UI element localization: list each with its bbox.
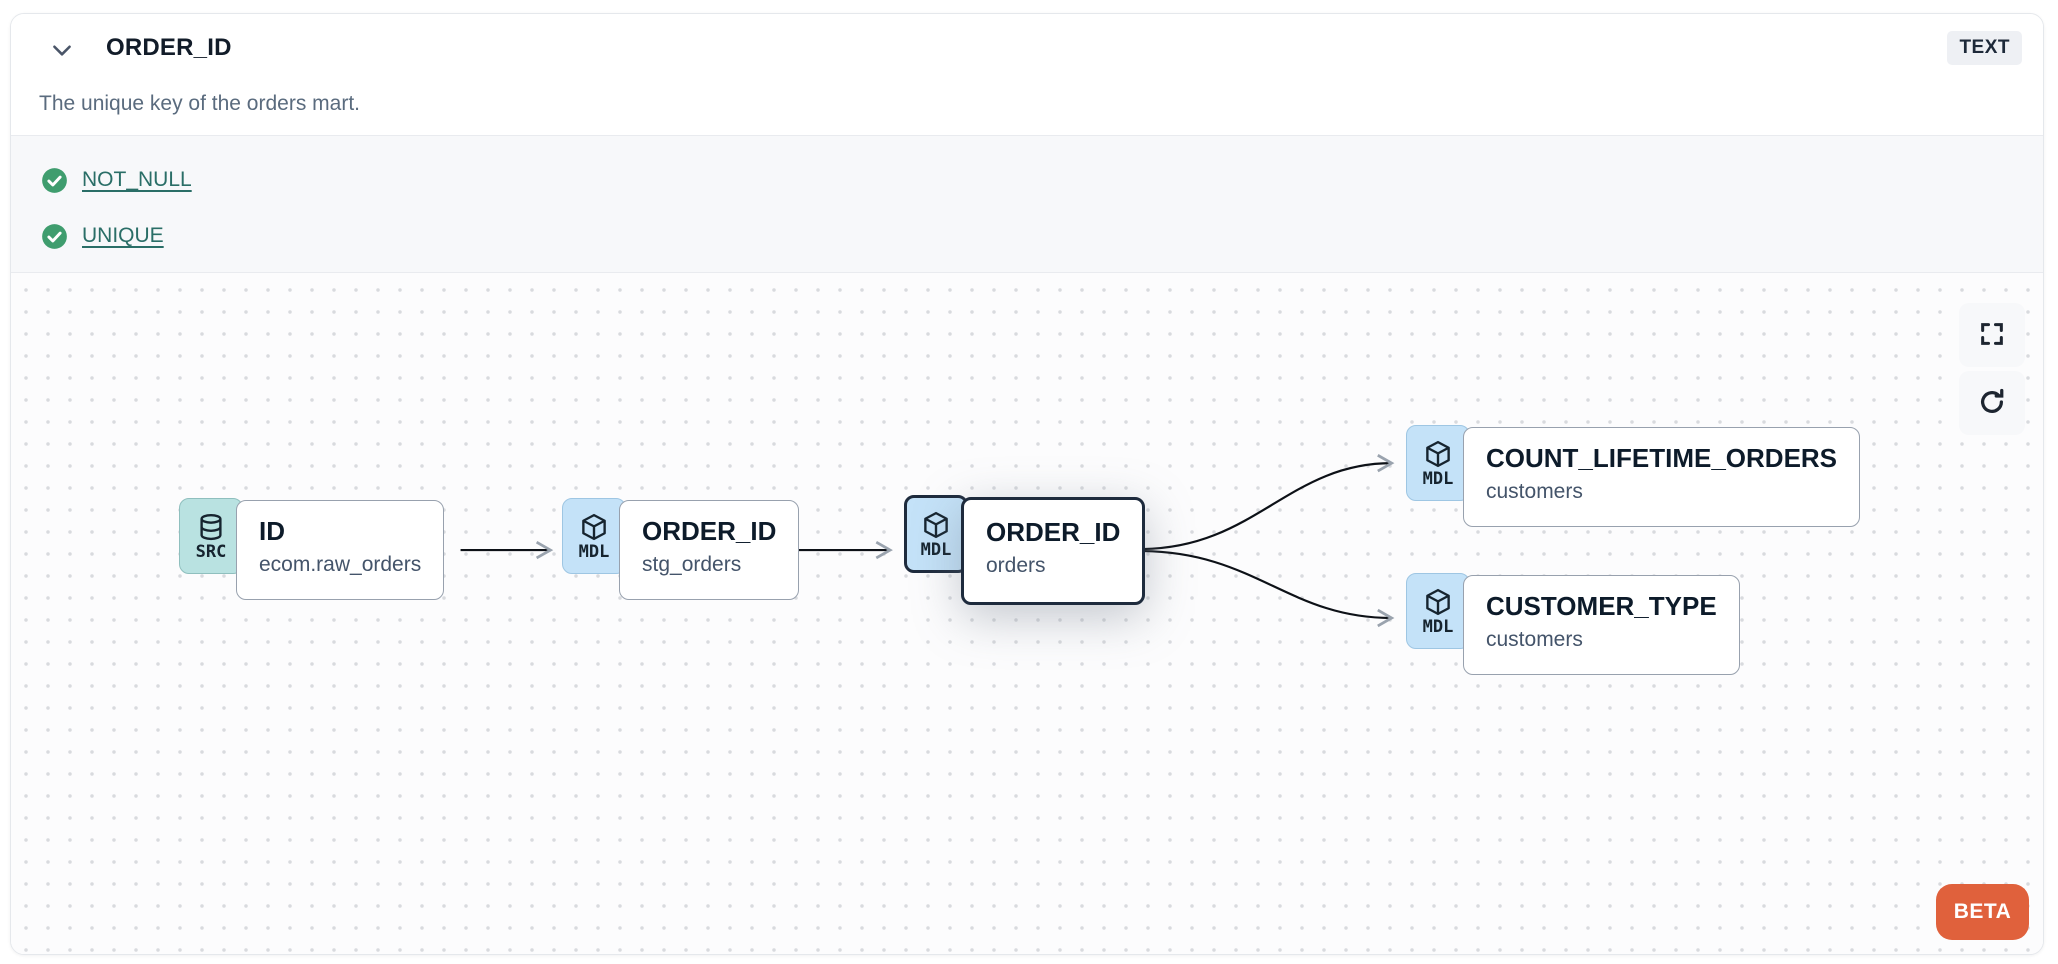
node-model-name: ecom.raw_orders <box>259 552 422 576</box>
model-badge: MDL <box>1406 573 1470 649</box>
node-model-name: orders <box>986 553 1046 577</box>
lineage-canvas[interactable]: SRC ID ecom.raw_orders MDL ORDE <box>11 273 2043 954</box>
node-column-name: CUSTOMER_TYPE <box>1486 591 1717 621</box>
test-link-unique[interactable]: UNIQUE <box>82 224 164 247</box>
cube-icon <box>579 512 609 542</box>
tests-section: NOT_NULL UNIQUE <box>11 136 2043 273</box>
cube-icon <box>1423 439 1453 469</box>
fullscreen-button[interactable] <box>1959 303 2025 367</box>
test-row: UNIQUE <box>41 212 2043 260</box>
node-card: COUNT_LIFETIME_ORDERS customers <box>1463 427 1861 527</box>
model-badge: MDL <box>904 495 968 573</box>
node-column-name: ORDER_ID <box>642 516 777 546</box>
node-card: ORDER_ID stg_orders <box>619 500 800 600</box>
refresh-icon <box>1977 387 2007 420</box>
node-type-label: MDL <box>1422 616 1454 637</box>
beta-badge: BETA <box>1936 884 2029 940</box>
source-badge: SRC <box>179 498 243 574</box>
node-column-name: COUNT_LIFETIME_ORDERS <box>1486 443 1838 473</box>
model-badge: MDL <box>1406 425 1470 501</box>
node-model-name: customers <box>1486 627 1583 651</box>
page-title: ORDER_ID <box>106 34 232 61</box>
lineage-edges <box>460 454 1395 628</box>
node-card: CUSTOMER_TYPE customers <box>1463 575 1740 675</box>
node-model-name: stg_orders <box>642 552 742 576</box>
cube-icon <box>1423 587 1453 617</box>
cube-icon <box>921 510 951 540</box>
fullscreen-icon <box>1978 320 2006 351</box>
column-details-panel: ORDER_ID The unique key of the orders ma… <box>10 13 2044 955</box>
model-badge: MDL <box>562 498 626 574</box>
node-type-label: MDL <box>920 539 952 560</box>
test-row: NOT_NULL <box>41 156 2043 204</box>
node-card: ORDER_ID orders <box>961 497 1146 605</box>
test-link-not-null[interactable]: NOT_NULL <box>82 168 192 191</box>
check-circle-icon <box>41 223 68 250</box>
node-card: ID ecom.raw_orders <box>236 500 445 600</box>
node-type-label: SRC <box>195 541 227 562</box>
column-description: The unique key of the orders mart. <box>39 92 360 115</box>
chevron-down-icon <box>49 37 75 66</box>
node-type-label: MDL <box>1422 468 1454 489</box>
refresh-button[interactable] <box>1959 371 2025 435</box>
database-icon <box>196 512 226 542</box>
edge-orders-ctype <box>1139 549 1395 628</box>
check-circle-icon <box>41 167 68 194</box>
node-column-name: ORDER_ID <box>986 517 1121 547</box>
header: ORDER_ID The unique key of the orders ma… <box>11 14 2043 136</box>
collapse-button[interactable] <box>47 36 77 66</box>
edge-orders-count <box>1139 454 1395 551</box>
node-column-name: ID <box>259 516 285 546</box>
data-type-badge: TEXT <box>1947 31 2022 65</box>
node-model-name: customers <box>1486 479 1583 503</box>
node-type-label: MDL <box>578 541 610 562</box>
